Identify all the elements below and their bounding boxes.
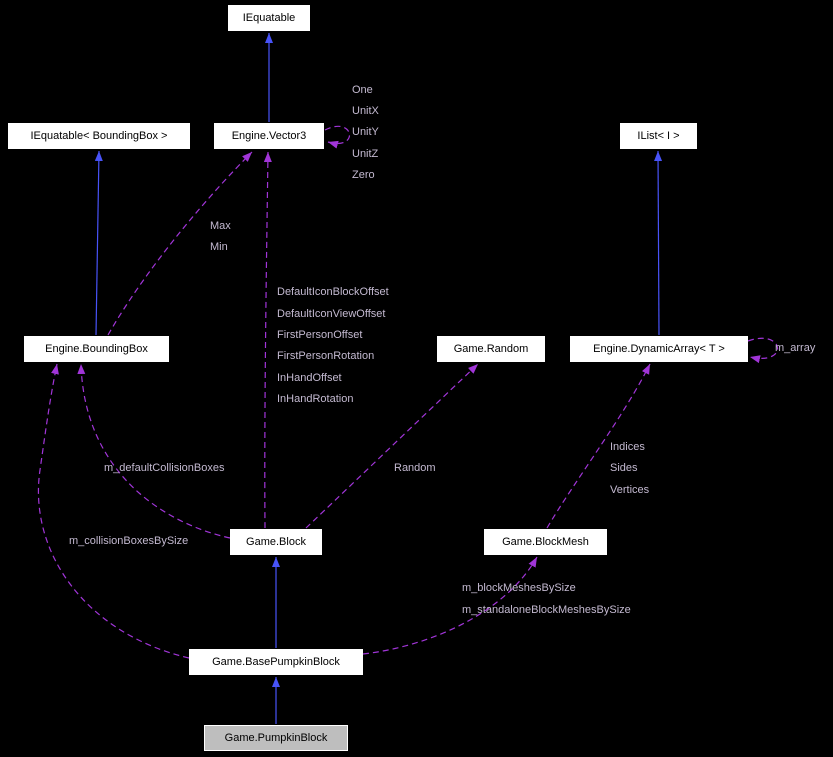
edge-usage-basepumpkin-boundingbox [37, 363, 190, 659]
edge-usage-vector3-self [324, 125, 351, 149]
edge-label-in-hand-rotation: InHandRotation [277, 393, 354, 405]
edge-label-default-icon-block-offset: DefaultIconBlockOffset [277, 286, 389, 298]
edge-usage-basepumpkin-blockmesh [362, 556, 538, 655]
edge-usage-block-boundingbox [77, 363, 231, 539]
node-game-basepumpkinblock[interactable]: Game.BasePumpkinBlock [189, 649, 363, 675]
edge-label-unitx: UnitX [352, 105, 379, 117]
edge-inherit-boundingbox-iequatable-bb [94, 150, 103, 336]
edge-label-unitz: UnitZ [352, 148, 379, 160]
edge-usage-blockmesh-dynamicarray [546, 363, 651, 529]
edge-usage-block-random [305, 363, 479, 529]
node-iequatable-boundingbox[interactable]: IEquatable< BoundingBox > [8, 123, 190, 149]
edge-label-in-hand-offset: InHandOffset [277, 372, 342, 384]
edge-label-zero: Zero [352, 169, 375, 181]
edge-label-m-block-meshes-by-size: m_blockMeshesBySize [462, 582, 576, 594]
node-game-blockmesh[interactable]: Game.BlockMesh [484, 529, 607, 555]
edge-label-one: One [352, 84, 373, 96]
edge-usage-boundingbox-vector3 [107, 151, 253, 336]
node-engine-vector3[interactable]: Engine.Vector3 [214, 123, 324, 149]
node-iequatable[interactable]: IEquatable [228, 5, 310, 31]
edge-label-unity: UnitY [352, 126, 379, 138]
edge-usage-block-vector3 [263, 151, 272, 529]
edge-label-max: Max [210, 220, 231, 232]
node-game-block[interactable]: Game.Block [230, 529, 322, 555]
edge-label-m-collision-boxes-by-size: m_collisionBoxesBySize [69, 535, 189, 547]
edge-label-m-array: m_array [775, 342, 816, 354]
node-game-random[interactable]: Game.Random [437, 336, 545, 362]
edge-label-default-icon-view-offset: DefaultIconViewOffset [277, 308, 386, 320]
edge-label-first-person-rotation: FirstPersonRotation [277, 350, 375, 362]
edge-usage-dynamicarray-self [747, 337, 779, 364]
node-ilist[interactable]: IList< I > [620, 123, 697, 149]
edge-label-vertices: Vertices [610, 484, 650, 496]
node-engine-dynamicarray[interactable]: Engine.DynamicArray< T > [570, 336, 748, 362]
edge-label-min: Min [210, 241, 228, 253]
edge-label-sides: Sides [610, 462, 638, 474]
edge-label-indices: Indices [610, 441, 645, 453]
edge-label-random: Random [394, 462, 436, 474]
edge-inherit-dynamicarray-ilist [654, 150, 663, 336]
edge-label-m-standalone-block-meshes-by-size: m_standaloneBlockMeshesBySize [462, 604, 631, 616]
node-game-pumpkinblock[interactable]: Game.PumpkinBlock [204, 725, 348, 751]
edge-label-m-default-collision-boxes: m_defaultCollisionBoxes [104, 462, 225, 474]
edge-label-first-person-offset: FirstPersonOffset [277, 329, 363, 341]
node-engine-boundingbox[interactable]: Engine.BoundingBox [24, 336, 169, 362]
